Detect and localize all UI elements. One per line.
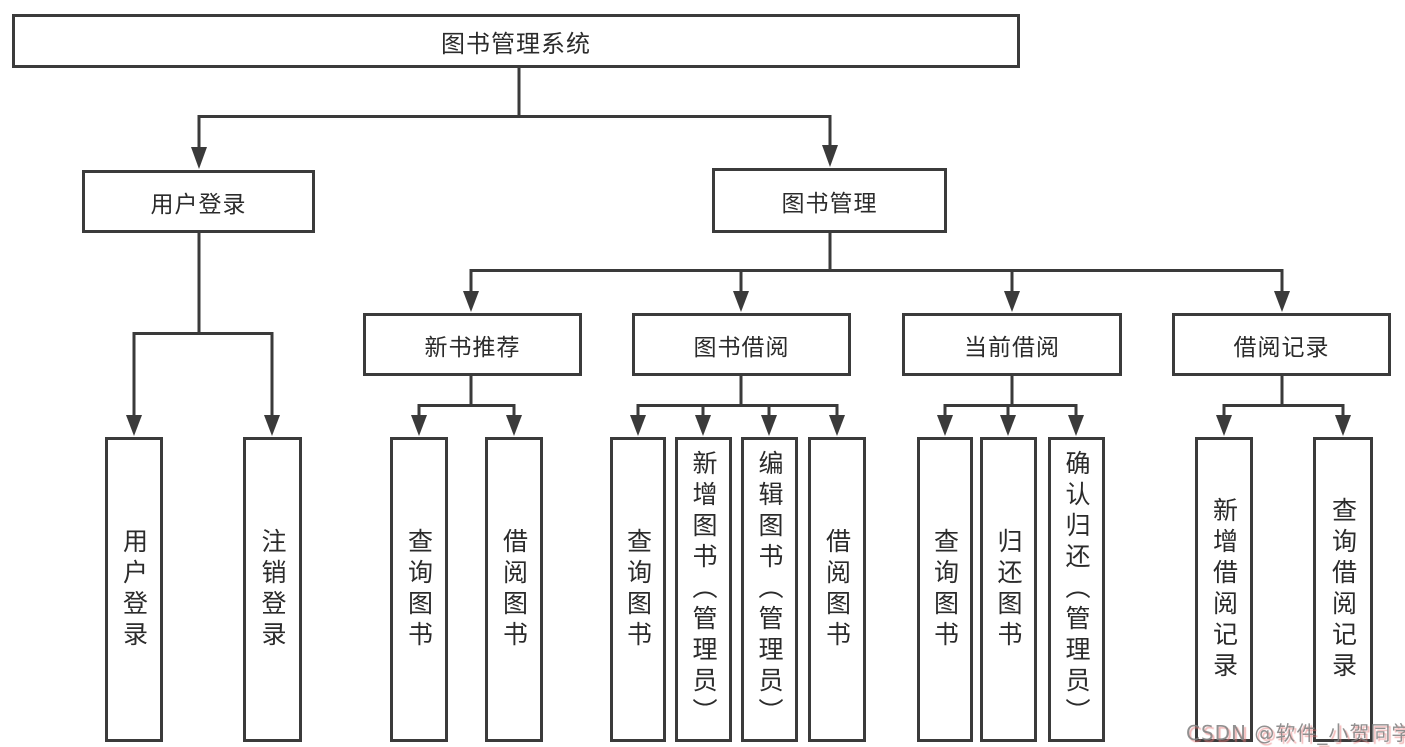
leaf-user-login: 用户登录 — [105, 437, 163, 742]
leaf-label: 新增借阅记录 — [1209, 496, 1239, 683]
leaf-label: 借阅图书 — [499, 527, 529, 652]
node-new-book-recommend: 新书推荐 — [363, 313, 582, 376]
leaf-query-books-current: 查询图书 — [917, 437, 973, 742]
node-label: 用户登录 — [150, 191, 247, 218]
leaf-add-borrow-record: 新增借阅记录 — [1195, 437, 1253, 742]
node-library-management-system: 图书管理系统 — [12, 14, 1020, 68]
leaf-label: 确认归还（管理员） — [1062, 450, 1091, 729]
connector-new-book-children — [411, 376, 522, 436]
leaf-label: 查询图书 — [404, 527, 434, 652]
node-user-login: 用户登录 — [82, 170, 315, 233]
leaf-edit-book-admin: 编辑图书（管理员） — [741, 437, 798, 742]
leaf-borrow-books: 借阅图书 — [808, 437, 866, 742]
leaf-label: 查询图书 — [930, 527, 960, 652]
node-borrow-records: 借阅记录 — [1172, 313, 1391, 376]
connector-borrow-record-children — [1216, 376, 1351, 436]
connector-user-login-children — [126, 233, 280, 436]
node-label: 当前借阅 — [964, 334, 1060, 361]
leaf-add-book-admin: 新增图书（管理员） — [675, 437, 732, 742]
node-label: 借阅记录 — [1233, 334, 1330, 361]
node-label: 新书推荐 — [424, 334, 521, 361]
leaf-label: 注销登录 — [258, 527, 287, 652]
leaf-label: 用户登录 — [119, 527, 149, 652]
leaf-borrow-books-recommend: 借阅图书 — [485, 437, 543, 742]
leaf-label: 新增图书（管理员） — [689, 450, 718, 729]
leaf-query-books-borrow: 查询图书 — [610, 437, 666, 742]
node-label: 图书管理 — [781, 190, 878, 217]
leaf-label: 编辑图书（管理员） — [755, 450, 784, 729]
node-current-borrow: 当前借阅 — [902, 313, 1122, 376]
node-book-borrow: 图书借阅 — [632, 313, 851, 376]
leaf-label: 查询图书 — [623, 527, 653, 652]
leaf-confirm-return-admin: 确认归还（管理员） — [1048, 437, 1105, 742]
leaf-label: 借阅图书 — [822, 527, 852, 652]
leaf-return-book: 归还图书 — [980, 437, 1037, 742]
leaf-label: 归还图书 — [994, 527, 1023, 652]
connector-current-borrow-children — [937, 376, 1084, 436]
leaf-label: 查询借阅记录 — [1328, 496, 1358, 683]
leaf-query-borrow-record: 查询借阅记录 — [1313, 437, 1373, 742]
connector-root-to-level2 — [191, 68, 838, 169]
connector-book-borrow-children — [630, 376, 845, 436]
leaf-logout: 注销登录 — [243, 437, 302, 742]
csdn-watermark: CSDN @软件_小贺同学 — [1186, 721, 1405, 745]
node-book-management: 图书管理 — [712, 168, 947, 233]
node-label: 图书借阅 — [693, 334, 790, 361]
node-label: 图书管理系统 — [441, 29, 591, 58]
leaf-query-books-recommend: 查询图书 — [390, 437, 448, 742]
connector-book-management-children — [463, 233, 1290, 312]
